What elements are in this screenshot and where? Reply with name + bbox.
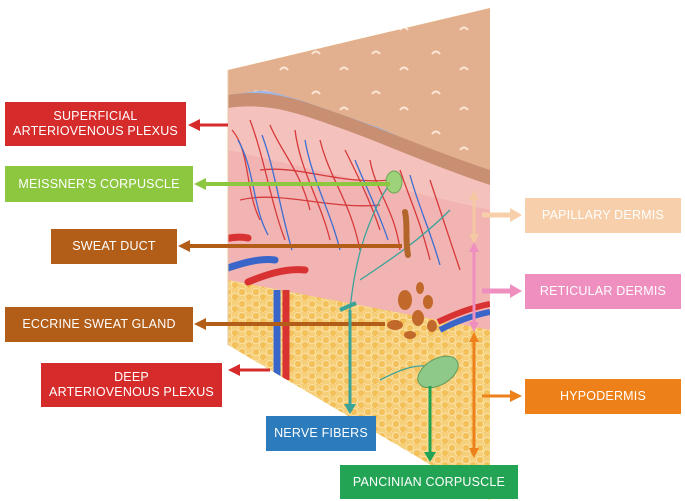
- pacinian-corpuscle-illustration: [417, 355, 459, 389]
- eccrine-sweat-gland-label: ECCRINE SWEAT GLAND: [5, 307, 193, 342]
- meissners-corpuscle-label: MEISSNER'S CORPUSCLE: [5, 166, 193, 202]
- papillary-dermis-label: PAPILLARY DERMIS: [525, 198, 681, 233]
- callout-arrows: [178, 119, 522, 462]
- hypodermis-label: HYPODERMIS: [525, 379, 681, 414]
- venous-network: [237, 134, 441, 266]
- capillary-network: [231, 119, 461, 271]
- nerve-fiber-stub: [339, 301, 357, 312]
- nerve-fibers-label: NERVE FIBERS: [266, 416, 376, 451]
- artery-segment: [228, 233, 252, 249]
- superficial-arteriovenous-plexus-label: SUPERFICIAL ARTERIOVENOUS PLEXUS: [5, 102, 186, 146]
- right-artery: [436, 301, 490, 325]
- deep-arteriovenous-plexus-label: DEEP ARTERIOVENOUS PLEXUS: [41, 363, 222, 407]
- vein-segment: [228, 256, 279, 272]
- sweat-duct-illustration: [402, 209, 411, 258]
- layer-brackets: [469, 190, 479, 458]
- pacinian-corpuscle-label: PANCINIAN CORPUSCLE: [340, 465, 518, 499]
- right-vein: [438, 309, 490, 333]
- reticular-dermis-label: RETICULAR DERMIS: [525, 274, 681, 309]
- epidermis-layer: [228, 8, 490, 170]
- sweat-duct-label: SWEAT DUCT: [51, 229, 177, 264]
- sweat-gland-coils: [387, 282, 437, 339]
- artery-segment-2: [244, 266, 309, 286]
- epidermis-edge: [228, 92, 490, 185]
